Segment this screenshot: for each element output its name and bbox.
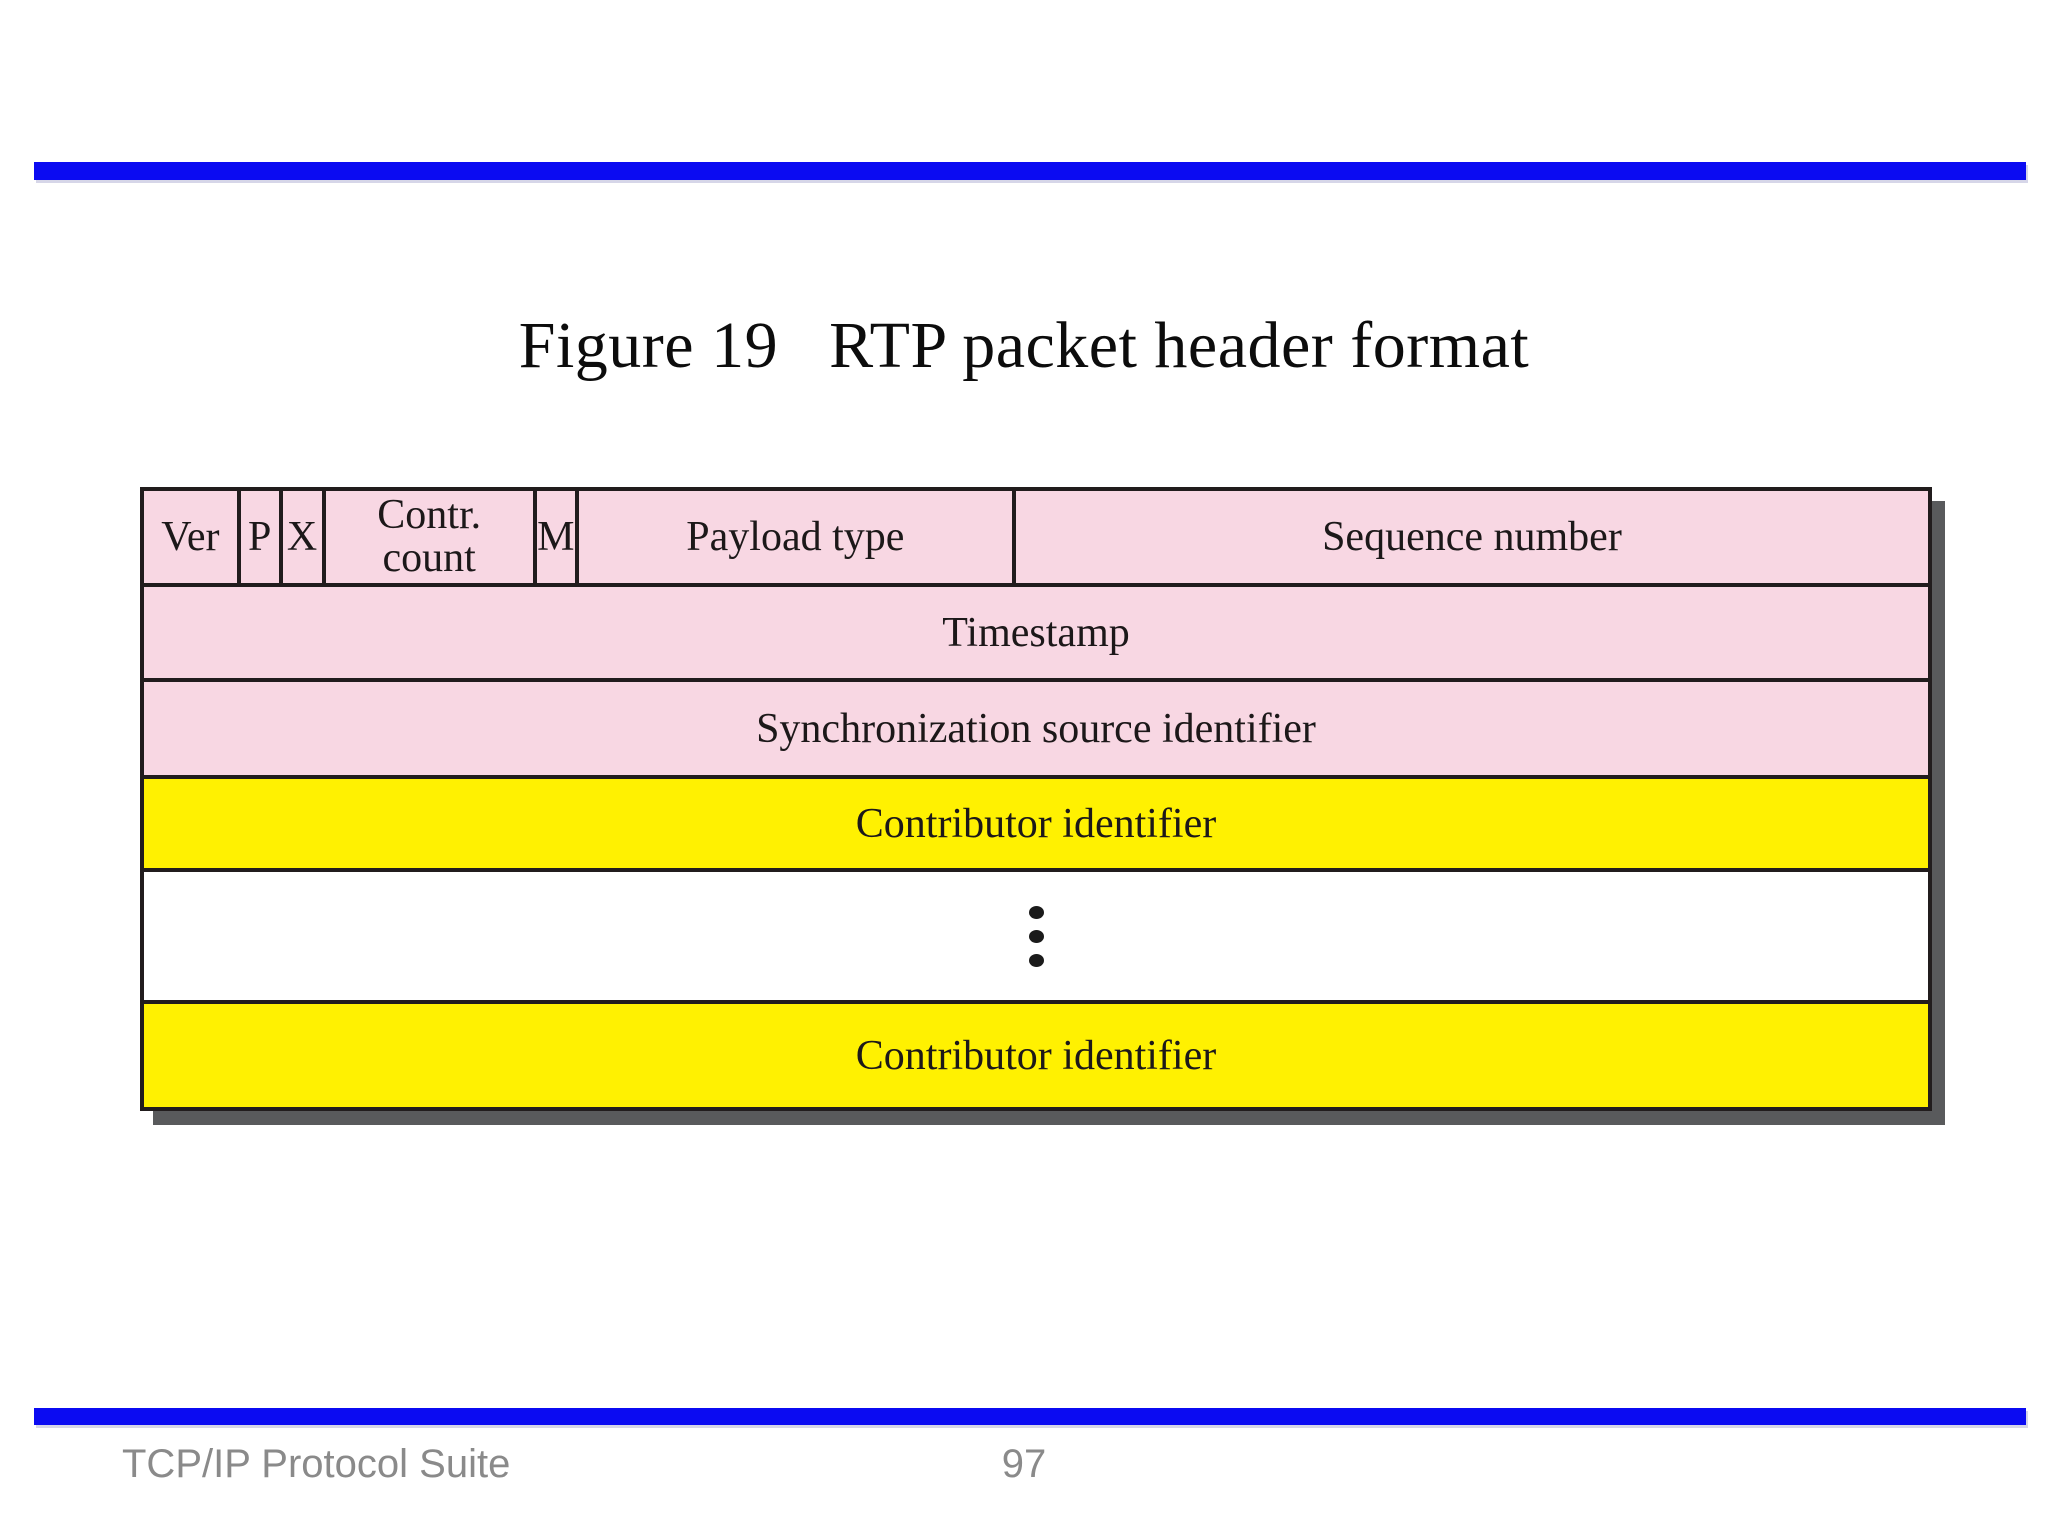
row-timestamp: Timestamp: [144, 583, 1928, 678]
field-version: Ver: [161, 514, 220, 560]
vertical-ellipsis-icon: [1028, 905, 1044, 967]
field-contributor-count: Contr. count: [321, 491, 533, 583]
ellipsis-dot: [1028, 929, 1044, 943]
row-contributor-identifier-2: Contributor identifier: [144, 1000, 1928, 1107]
field-marker: M: [532, 491, 575, 583]
footer-course-title: TCP/IP Protocol Suite: [122, 1442, 511, 1486]
bottom-divider-bar: [34, 1408, 2026, 1425]
footer-page-number: 97: [1001, 1442, 1047, 1486]
rtp-header-diagram: Ver P X Contr. count M Payload type Sequ…: [140, 487, 1932, 1111]
ellipsis-dot: [1028, 905, 1044, 919]
diagram-header-row: Ver P X Contr. count M Payload type Sequ…: [144, 491, 1928, 583]
row-repetition-ellipsis: [144, 868, 1928, 1000]
field-payload-type: Payload type: [574, 491, 1012, 583]
field-extension: X: [278, 491, 322, 583]
field-padding: P: [236, 491, 279, 583]
row-contributor-identifier-1: Contributor identifier: [144, 775, 1928, 868]
top-divider-bar: [34, 162, 2026, 180]
row-sync-source-identifier: Synchronization source identifier: [144, 678, 1928, 775]
field-sequence-number: Sequence number: [1011, 491, 1928, 583]
ellipsis-dot: [1028, 953, 1044, 967]
figure-title: Figure 19 RTP packet header format: [518, 309, 1530, 382]
